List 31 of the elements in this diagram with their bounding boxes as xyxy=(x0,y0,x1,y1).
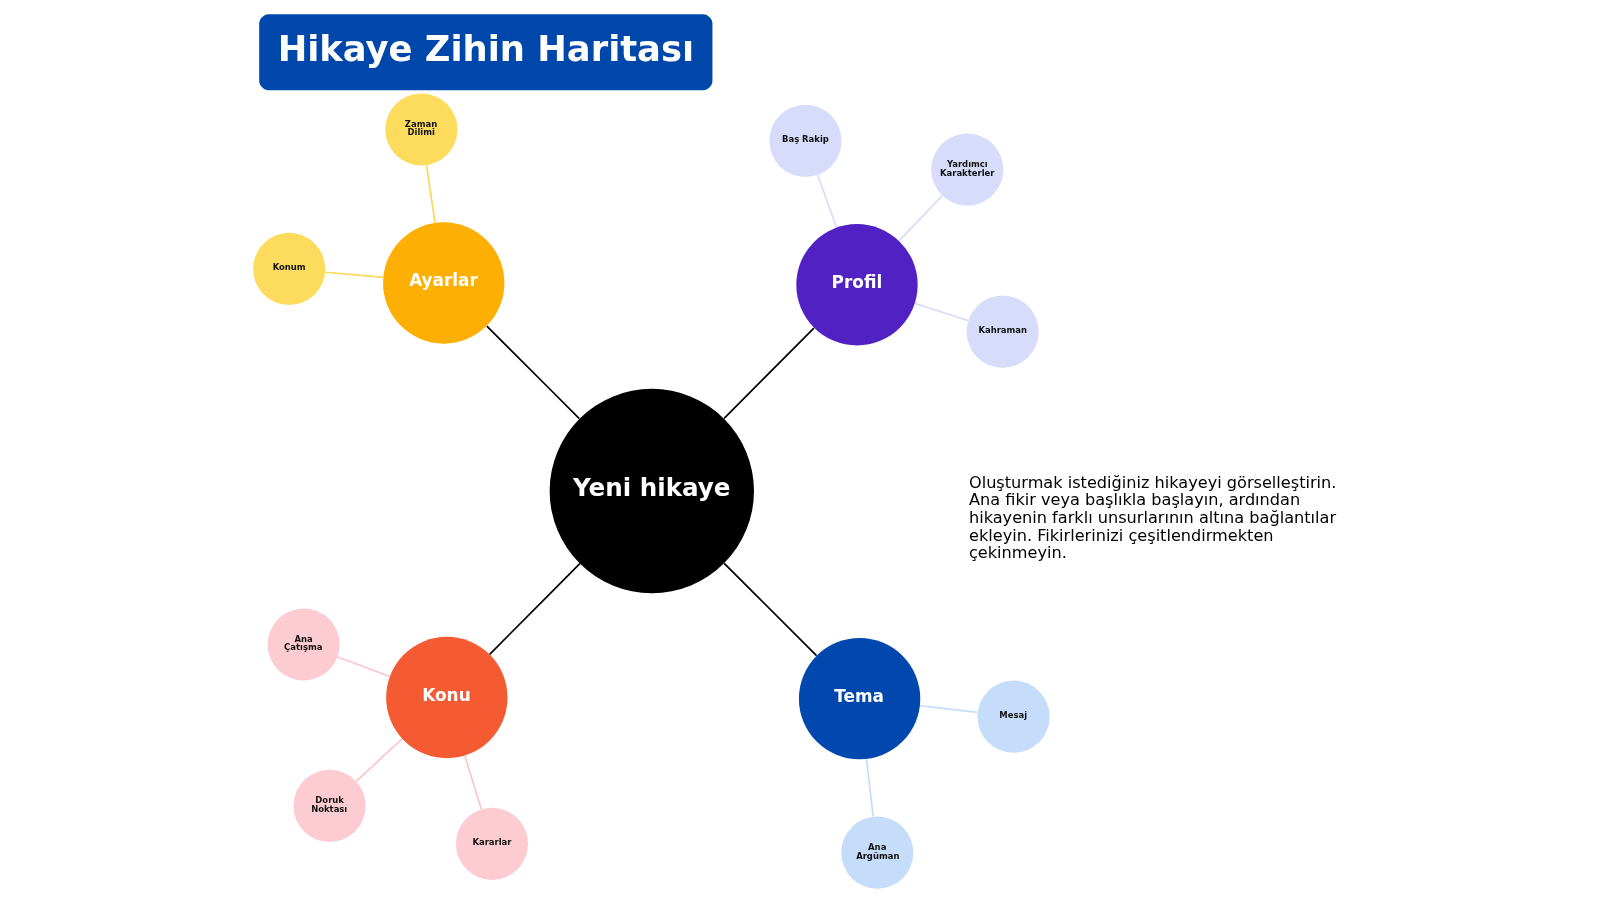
node-circle: Kahraman xyxy=(966,295,1039,368)
connector xyxy=(919,704,979,714)
node-circle: Ana Çatışma xyxy=(267,608,340,681)
connector xyxy=(488,562,581,656)
node-circle: Konum xyxy=(253,232,326,306)
connector xyxy=(355,737,403,783)
node-circle: Baş Rakip xyxy=(769,104,842,177)
node-circle: Yeni hikaye xyxy=(549,388,754,594)
node-circle: Yardımcı Karakterler xyxy=(931,133,1004,206)
node-circle: Kararlar xyxy=(455,807,529,880)
connector xyxy=(723,327,815,420)
connector xyxy=(463,754,483,811)
node-circle: Doruk Noktası xyxy=(293,769,366,842)
node-circle: Tema xyxy=(798,638,921,760)
connector xyxy=(898,194,944,242)
node-circle: Ayarlar xyxy=(383,222,505,344)
node-circle: Profil xyxy=(796,224,918,346)
node-circle: Mesaj xyxy=(977,680,1050,753)
connector xyxy=(865,758,874,818)
connector xyxy=(723,562,818,657)
connector xyxy=(336,656,391,678)
node-circle: Ana Argüman xyxy=(841,816,914,889)
connector xyxy=(913,302,970,322)
label: Oluşturmak istediğiniz hikayeyi görselleştirin. Ana fikir veya başlıkla başlayın, ardından hikayenin farklı unsurlarının altına bağlantılar ekleyin. Fikirlerinizi çeşitlendirmekten çekinmeyin. xyxy=(968,472,1337,563)
node-circle: Zaman Dilimi xyxy=(385,93,458,166)
connector xyxy=(425,164,436,224)
connector xyxy=(816,174,838,229)
connector xyxy=(486,325,581,420)
node-circle: Konu xyxy=(386,636,508,759)
diagram-title: Hikaye Zihin Haritası xyxy=(277,27,695,69)
connector xyxy=(324,271,384,279)
